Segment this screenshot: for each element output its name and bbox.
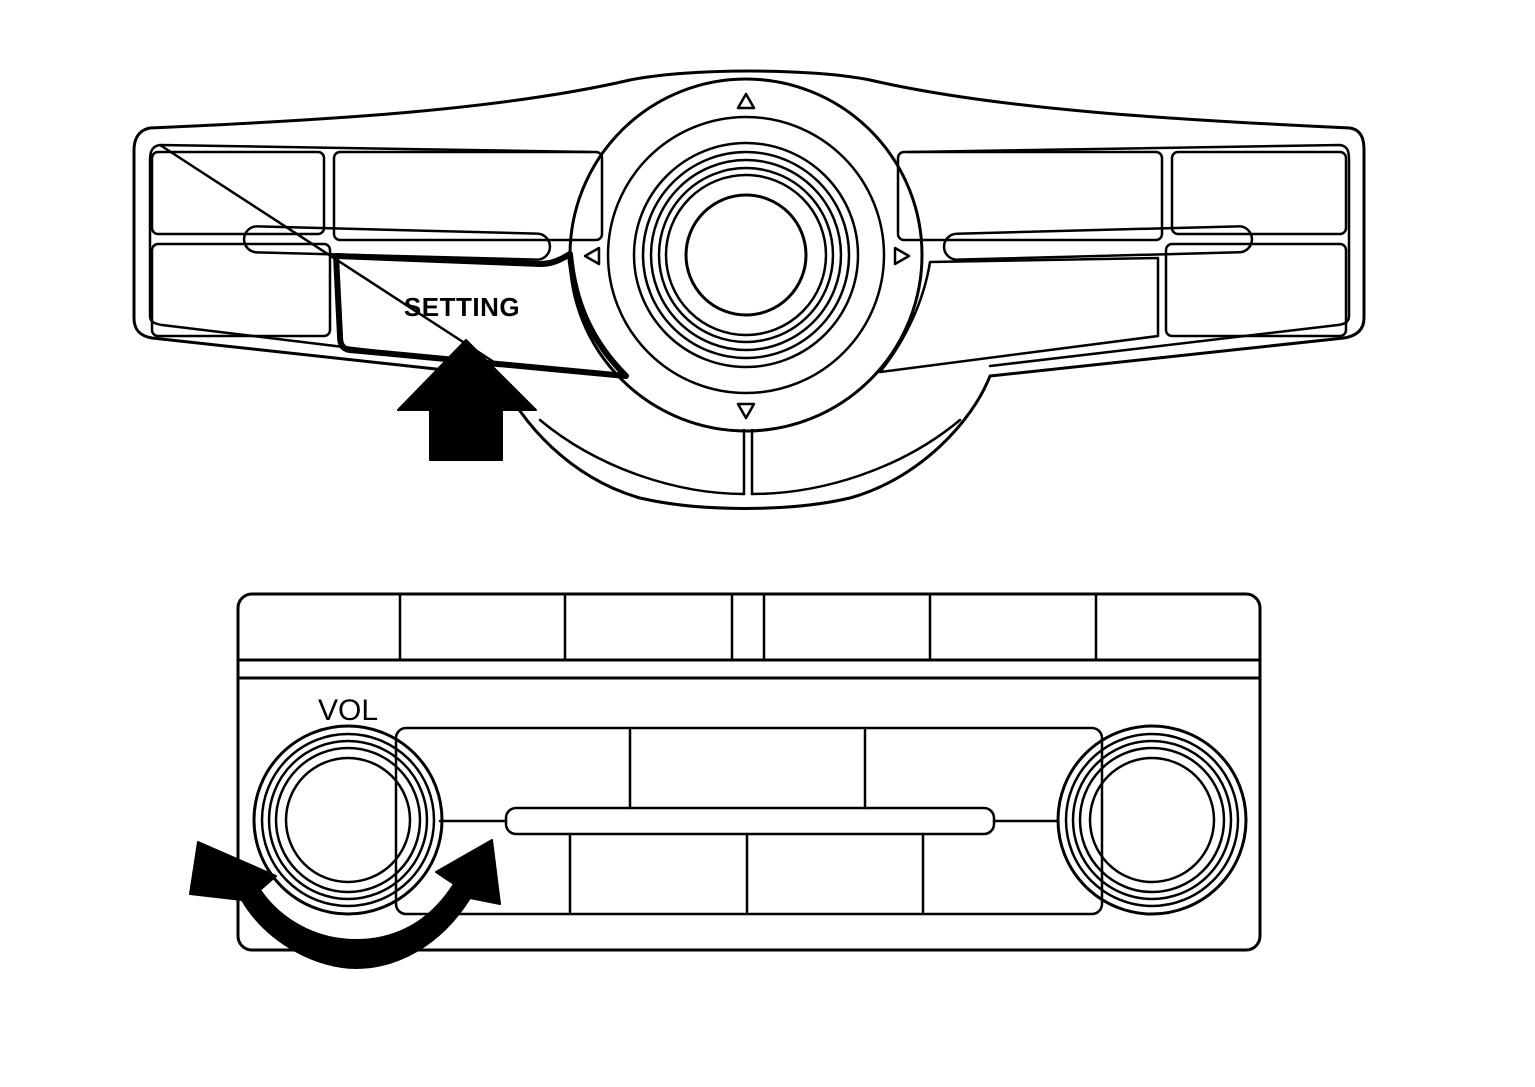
tuning-knob[interactable] <box>1056 724 1248 916</box>
controller-knob-ring-3 <box>649 158 843 352</box>
upper-right-button-top[interactable] <box>1170 150 1348 236</box>
upper-center-left-button-top[interactable] <box>332 150 604 242</box>
controller-inner-ring <box>606 115 886 395</box>
upper-right-slot <box>942 225 1254 261</box>
controller-knob-ring-2 <box>641 150 851 360</box>
controller-outer-ring <box>568 77 924 433</box>
setting-button[interactable] <box>333 251 629 379</box>
controller-center-button[interactable] <box>684 193 808 317</box>
tuning-knob-ring-2 <box>1071 739 1233 901</box>
upper-left-button-bottom[interactable] <box>150 242 332 338</box>
triangle-right-icon[interactable] <box>893 246 911 266</box>
controller-knob-ring-4 <box>657 166 835 344</box>
volume-knob-ring-1 <box>260 732 436 908</box>
triangle-down-icon[interactable] <box>736 402 756 420</box>
controller-knob-ring-5 <box>664 173 828 337</box>
volume-knob-face <box>284 756 412 884</box>
volume-knob-ring-2 <box>267 739 429 901</box>
upper-right-button-bottom[interactable] <box>1164 242 1348 338</box>
triangle-left-icon[interactable] <box>583 246 601 266</box>
tuning-knob-ring-1 <box>1064 732 1240 908</box>
controller-knob-ring-1 <box>632 141 860 369</box>
tuning-knob-ring-3 <box>1078 746 1226 894</box>
lower-center-button-block <box>394 726 1104 916</box>
volume-knob-ring-3 <box>274 746 422 894</box>
lower-center-slot <box>504 806 996 836</box>
lower-control-panel: VOL <box>189 592 1262 969</box>
tuning-knob-outer <box>1056 724 1248 916</box>
lower-bottom-buttons <box>568 832 925 914</box>
lower-top-row-buttons <box>398 594 1098 662</box>
upper-right-buttons <box>878 150 1348 374</box>
setting-label: SETTING <box>404 292 520 322</box>
upper-center-right-button-bottom[interactable] <box>878 256 1160 374</box>
upper-bottom-arc <box>538 418 962 496</box>
arrow-up-icon <box>397 339 537 461</box>
upper-center-right-button-top[interactable] <box>896 150 1164 242</box>
lower-upper-buttons <box>628 728 867 810</box>
volume-knob[interactable] <box>252 724 444 916</box>
multi-function-controller[interactable] <box>568 77 924 433</box>
rotate-arrow-icon <box>189 839 501 969</box>
upper-panel-housing <box>132 69 1366 510</box>
upper-left-buttons <box>150 150 604 338</box>
upper-control-panel: SETTING <box>132 69 1366 510</box>
upper-left-button-top[interactable] <box>150 150 326 236</box>
vol-label: VOL <box>318 694 378 727</box>
volume-knob-outer <box>252 724 444 916</box>
tuning-knob-face <box>1088 756 1216 884</box>
triangle-up-icon[interactable] <box>736 92 756 110</box>
upper-left-slot <box>242 225 552 261</box>
lower-panel-housing <box>236 592 1262 952</box>
